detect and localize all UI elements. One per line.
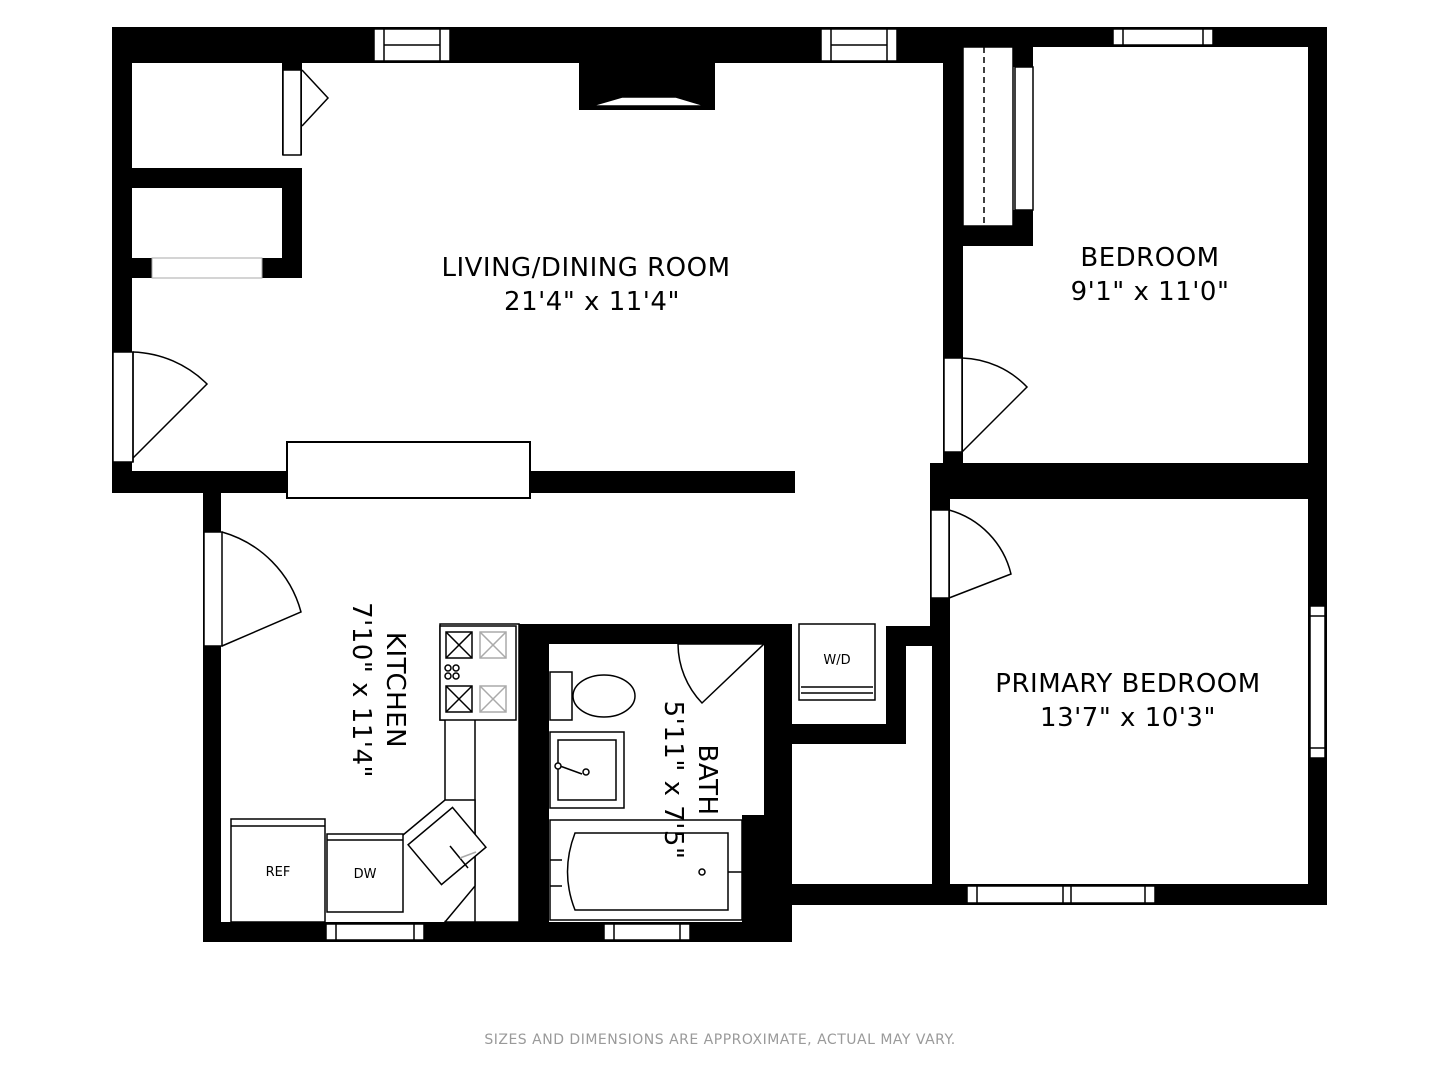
closet-opening bbox=[151, 257, 263, 279]
washer-dryer bbox=[798, 623, 876, 701]
dw-label: DW bbox=[354, 867, 377, 882]
window-living-right bbox=[820, 28, 898, 62]
dishwasher bbox=[326, 833, 404, 913]
bath-dims: 5'11" x 7'5" bbox=[658, 701, 688, 860]
ref-label: REF bbox=[266, 865, 291, 880]
window-primary-right bbox=[1309, 605, 1326, 759]
range bbox=[439, 625, 517, 721]
window-primary-bottom bbox=[966, 885, 1156, 904]
kitchen-name: KITCHEN bbox=[380, 632, 410, 748]
primary-bedroom-name: PRIMARY BEDROOM bbox=[995, 669, 1260, 699]
window-kitchen-bottom bbox=[325, 923, 425, 941]
door-kitchen bbox=[203, 531, 302, 647]
kitchen-dims: 7'10" x 11'4" bbox=[346, 602, 376, 778]
bath-fixtures bbox=[549, 671, 743, 921]
door-bedroom bbox=[943, 357, 1029, 453]
window-bath-bottom bbox=[603, 923, 691, 941]
bathtub bbox=[549, 819, 743, 921]
corner-sink bbox=[402, 799, 487, 923]
bath-sink bbox=[549, 731, 625, 809]
bedroom-name: BEDROOM bbox=[1080, 243, 1219, 273]
bath-name: BATH bbox=[692, 744, 722, 815]
refrigerator bbox=[230, 818, 326, 923]
toilet bbox=[549, 671, 636, 721]
door-primary bbox=[930, 509, 1012, 599]
fireplace bbox=[590, 96, 707, 107]
doors bbox=[112, 46, 1034, 705]
disclaimer-text: SIZES AND DIMENSIONS ARE APPROXIMATE, AC… bbox=[484, 1032, 956, 1048]
living-room-name: LIVING/DINING ROOM bbox=[441, 253, 730, 283]
living-room-dims: 21'4" x 11'4" bbox=[504, 287, 680, 317]
kitchen-fixtures bbox=[230, 623, 520, 923]
window-bedroom-top bbox=[1112, 28, 1214, 46]
window-living-left bbox=[373, 28, 451, 62]
counter-pass-through bbox=[286, 441, 531, 499]
windows bbox=[151, 28, 1326, 941]
primary-bedroom-dims: 13'7" x 10'3" bbox=[1040, 703, 1216, 733]
closet-sliding-door bbox=[962, 46, 1034, 227]
wd-label: W/D bbox=[823, 653, 850, 668]
door-entry bbox=[112, 351, 209, 463]
bedroom-dims: 9'1" x 11'0" bbox=[1071, 277, 1230, 307]
door-bath bbox=[677, 643, 765, 705]
door-closet bbox=[282, 69, 330, 156]
